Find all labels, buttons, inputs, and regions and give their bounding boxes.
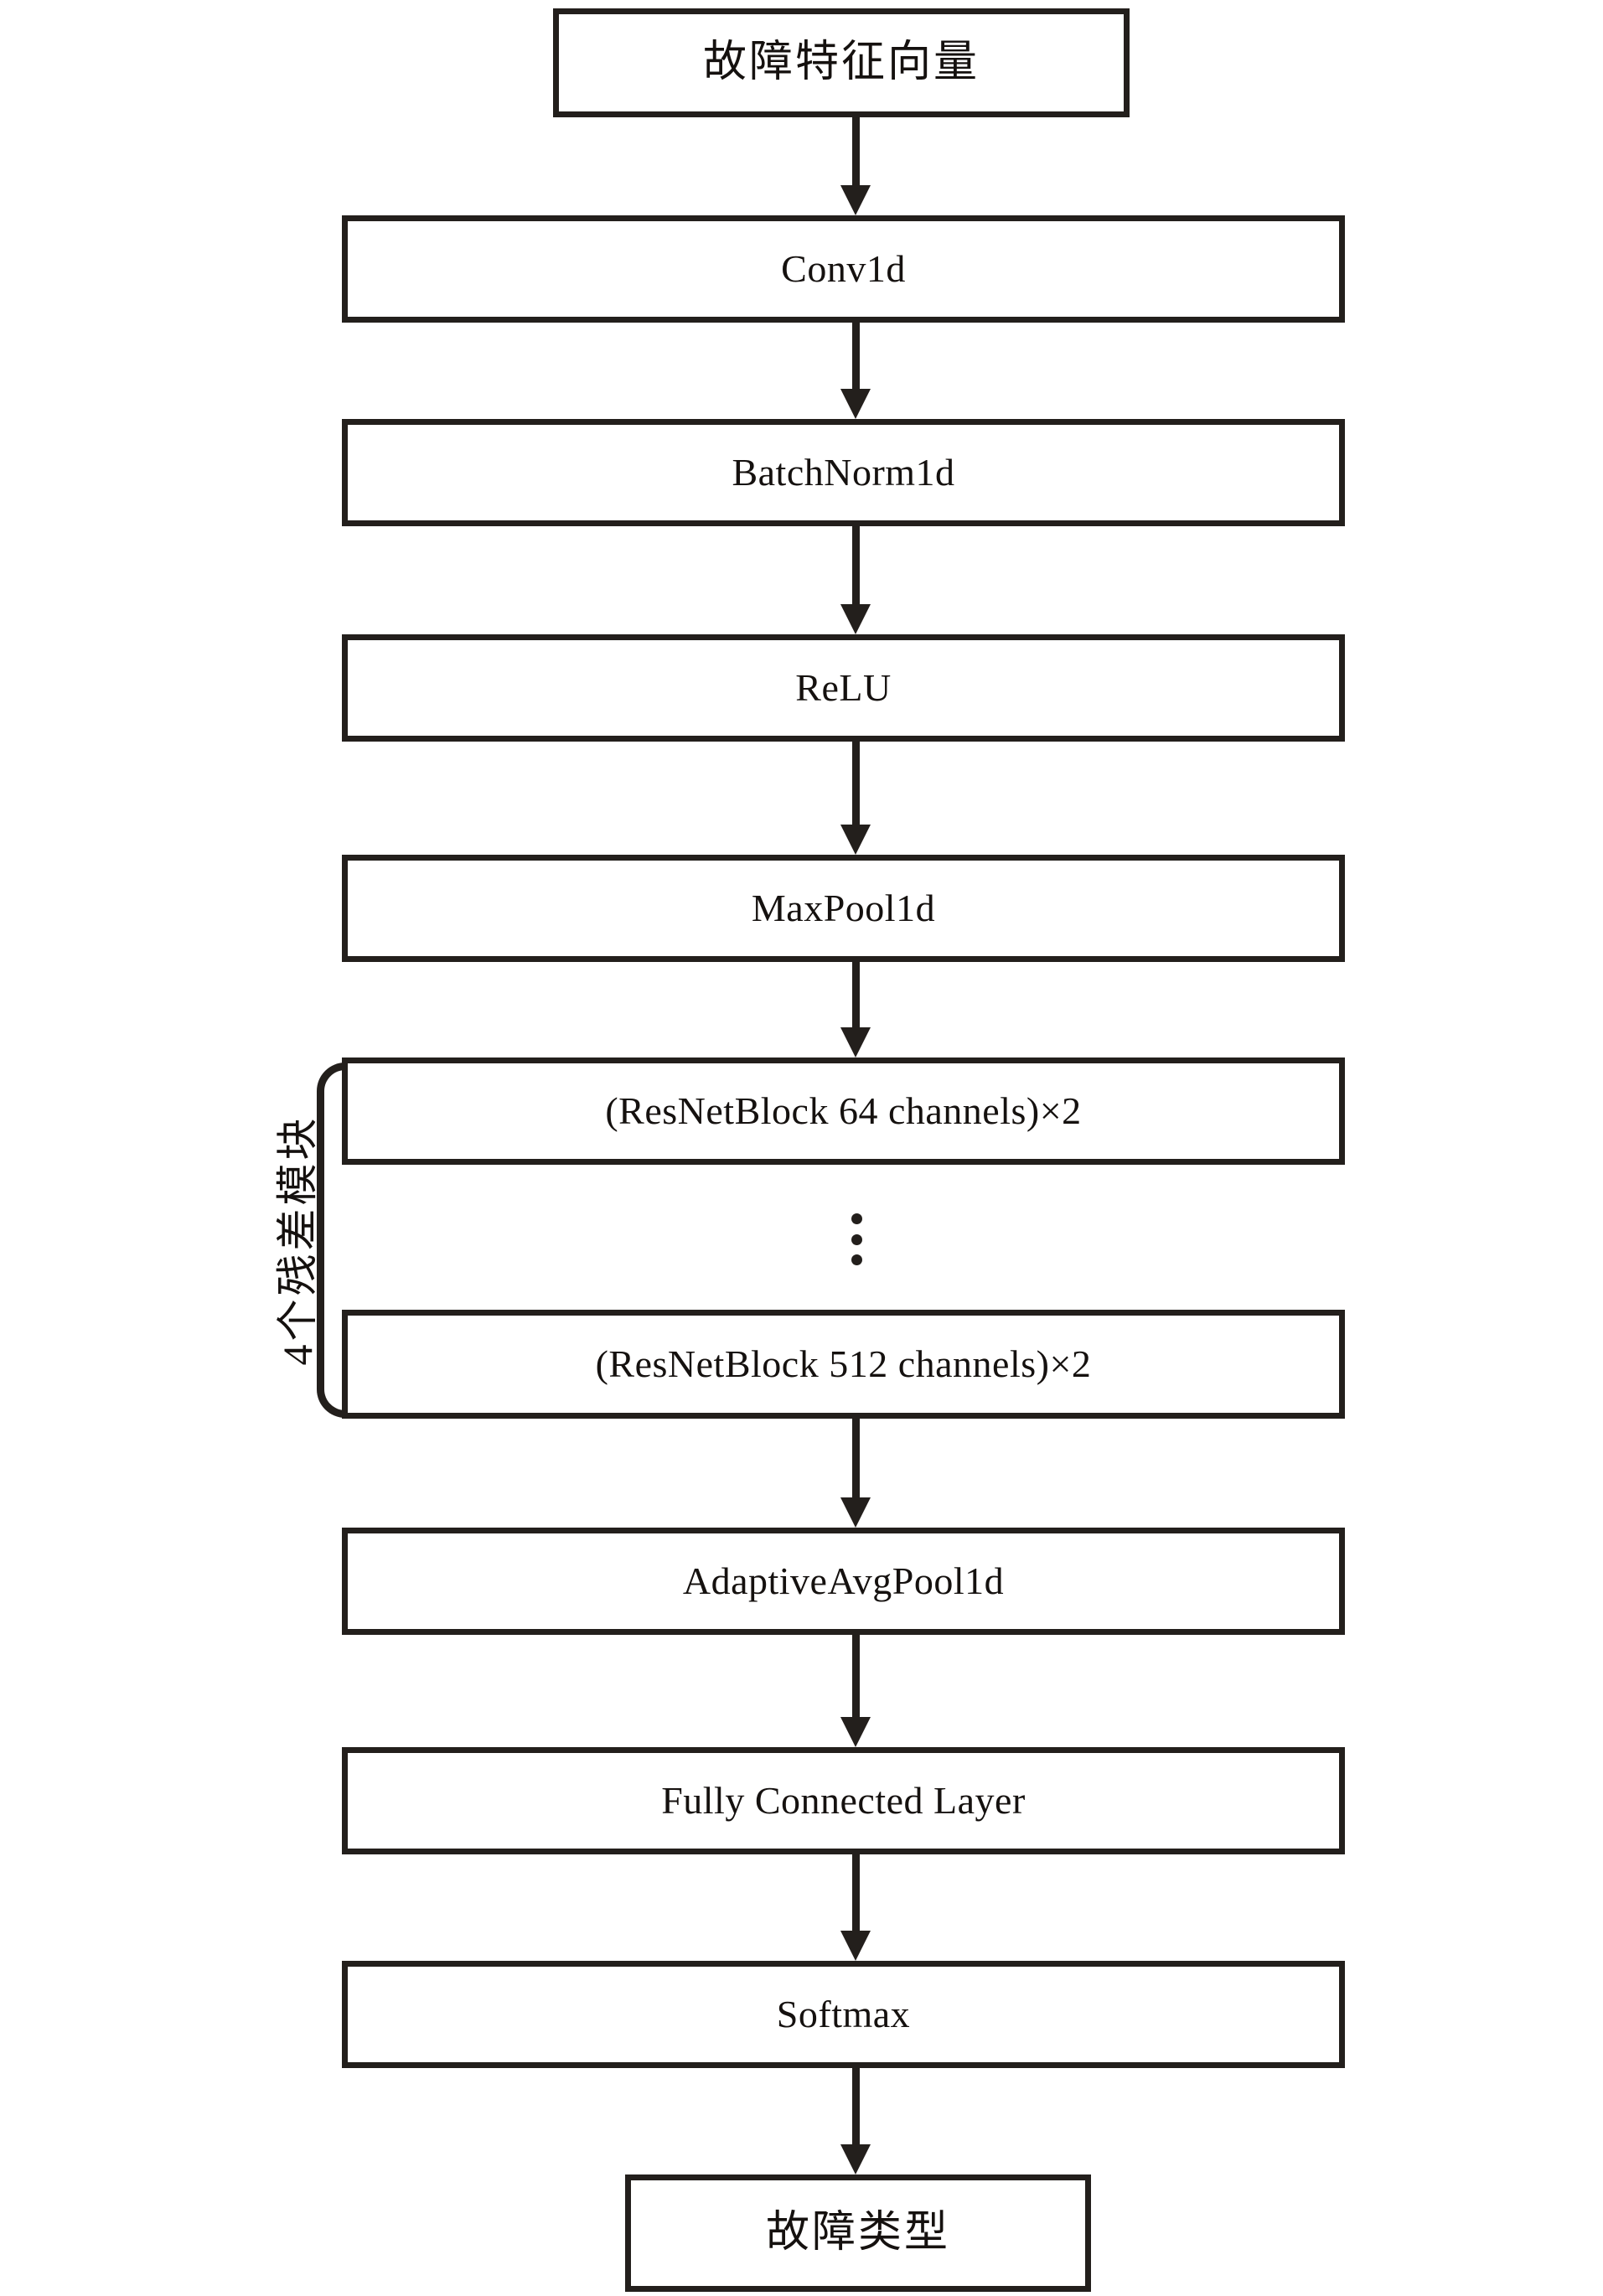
arrow-shaft — [852, 1419, 860, 1497]
node-resnetblock512-label: (ResNetBlock 512 channels)×2 — [595, 1342, 1092, 1385]
arrow-head — [840, 1497, 871, 1528]
node-input[interactable]: 故障特征向量 — [553, 8, 1130, 117]
residual-group-label: 4个残差模块 — [274, 1114, 321, 1366]
node-output[interactable]: 故障类型 — [625, 2174, 1091, 2292]
arrow-shaft — [852, 526, 860, 604]
arrow-head — [840, 2144, 871, 2174]
arrow-head — [840, 389, 871, 419]
node-fully-connected-layer[interactable]: Fully Connected Layer — [342, 1747, 1345, 1854]
ellipsis-dot — [851, 1254, 862, 1265]
node-fully-connected-layer-label: Fully Connected Layer — [661, 1779, 1026, 1822]
node-batchnorm1d[interactable]: BatchNorm1d — [342, 419, 1345, 526]
node-adaptiveavgpool1d[interactable]: AdaptiveAvgPool1d — [342, 1528, 1345, 1635]
node-input-label: 故障特征向量 — [702, 39, 980, 86]
node-relu[interactable]: ReLU — [342, 634, 1345, 742]
node-resnetblock64-label: (ResNetBlock 64 channels)×2 — [605, 1089, 1082, 1132]
arrow-head — [840, 604, 871, 634]
arrow-shaft — [852, 2068, 860, 2144]
node-batchnorm1d-label: BatchNorm1d — [732, 451, 955, 494]
node-conv1d[interactable]: Conv1d — [342, 215, 1345, 323]
ellipsis-dot — [851, 1233, 862, 1245]
arrow-head — [840, 1717, 871, 1747]
arrow-shaft — [852, 962, 860, 1027]
arrow-shaft — [852, 117, 860, 185]
node-conv1d-label: Conv1d — [781, 247, 906, 290]
node-relu-label: ReLU — [795, 666, 892, 709]
node-softmax[interactable]: Softmax — [342, 1961, 1345, 2068]
arrow-shaft — [852, 1635, 860, 1717]
arrow-head — [840, 825, 871, 855]
vertical-ellipsis — [851, 1213, 862, 1265]
residual-group-brace — [317, 1063, 345, 1418]
arrow-head — [840, 185, 871, 215]
arrow-shaft — [852, 323, 860, 389]
node-adaptiveavgpool1d-label: AdaptiveAvgPool1d — [682, 1559, 1005, 1602]
arrow-shaft — [852, 1854, 860, 1931]
node-maxpool1d[interactable]: MaxPool1d — [342, 855, 1345, 962]
node-resnetblock64[interactable]: (ResNetBlock 64 channels)×2 — [342, 1058, 1345, 1165]
node-softmax-label: Softmax — [776, 1993, 911, 2035]
arrow-shaft — [852, 742, 860, 825]
ellipsis-dot — [851, 1213, 862, 1224]
node-maxpool1d-label: MaxPool1d — [751, 887, 936, 929]
arrow-head — [840, 1931, 871, 1961]
node-output-label: 故障类型 — [765, 2209, 950, 2257]
arrow-head — [840, 1027, 871, 1058]
node-resnetblock512[interactable]: (ResNetBlock 512 channels)×2 — [342, 1310, 1345, 1419]
